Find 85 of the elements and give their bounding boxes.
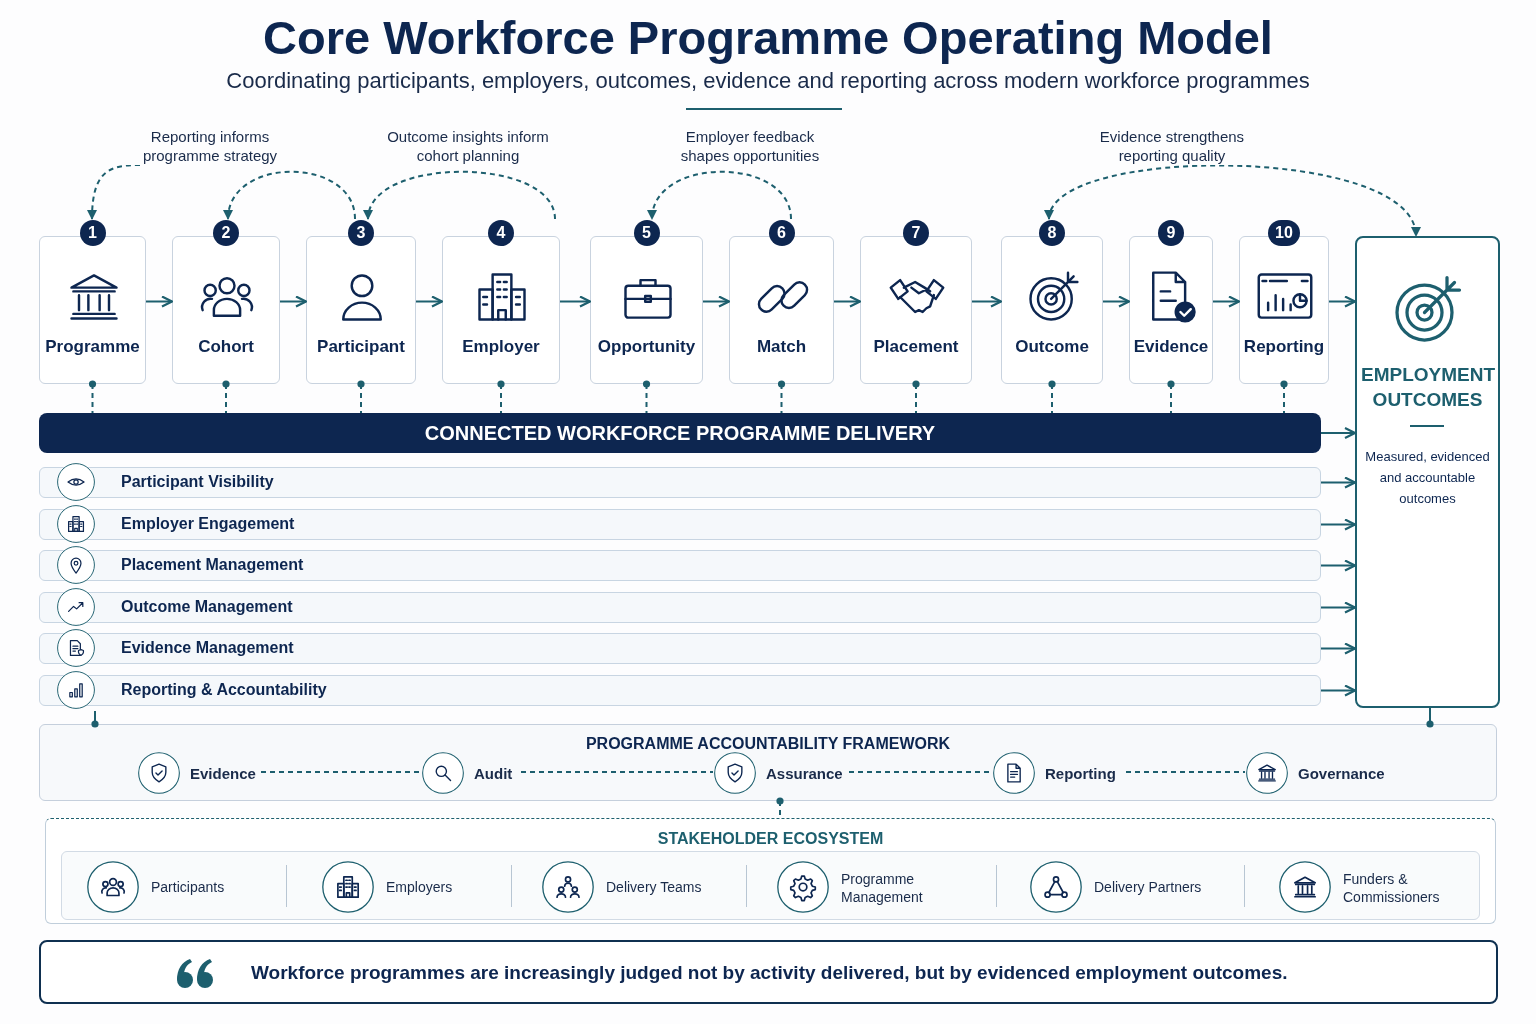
arrow (1320, 559, 1357, 572)
number-badge: 5 (633, 220, 660, 246)
dashed-arrow (224, 170, 356, 220)
number-badge: 3 (348, 220, 374, 246)
arrow (1320, 684, 1357, 697)
capability-label: Participant Visibility (121, 473, 274, 491)
number-badge: 4 (488, 220, 514, 246)
panel-heading: STAKEHOLDER ECOSYSTEM (656, 830, 885, 848)
delivery-banner: CONNECTED WORKFORCE PROGRAMME DELIVERY (39, 413, 1321, 453)
quote-text: Workforce programmes are increasingly judged not by activity delivered, but by evidenced employment outcomes. (251, 962, 1288, 984)
arrow (702, 295, 731, 308)
stakeholder-label: Programme Management (841, 870, 924, 906)
step-label: Participant (316, 337, 406, 357)
diagram-title: Core Workforce Programme Operating Model (262, 10, 1274, 65)
step-label: Outcome (1014, 337, 1090, 357)
arrow (1320, 476, 1357, 489)
dashed-connector (357, 380, 365, 414)
dashed-connector (777, 380, 786, 414)
dashed-connector (88, 380, 97, 414)
outcome-panel (1355, 236, 1500, 708)
dashed-connector (912, 380, 920, 414)
arrow (415, 295, 444, 308)
arrow (971, 295, 1003, 308)
step-label: Programme (44, 337, 141, 357)
dashed-connector (1280, 380, 1288, 414)
step-label: Reporting (1242, 337, 1326, 357)
arrow (1320, 426, 1357, 440)
framework-item-label: Assurance (766, 765, 843, 782)
panel-heading: EMPLOYMENT OUTCOMES (1361, 363, 1494, 412)
connector-line (91, 710, 99, 728)
arrow (145, 295, 174, 308)
dashed-connector (1125, 771, 1246, 773)
number-badge: 6 (768, 220, 795, 246)
framework-item-label: Governance (1298, 765, 1385, 782)
capability-label: Reporting & Accountability (121, 681, 327, 699)
arrow (1102, 295, 1131, 308)
panel-heading: PROGRAMME ACCOUNTABILITY FRAMEWORK (584, 735, 952, 753)
dashed-connector (222, 380, 230, 414)
number-badge: 9 (1158, 220, 1184, 246)
dashed-connector (1048, 380, 1056, 414)
arrow (1212, 295, 1241, 308)
stakeholder-label: Delivery Teams (606, 878, 702, 896)
step-label: Placement (872, 337, 960, 357)
dashed-connector (260, 771, 422, 773)
arrow (833, 295, 862, 308)
dashed-connector (497, 380, 505, 414)
quote-box (39, 940, 1498, 1004)
arrow (1328, 295, 1357, 308)
capability-label: Placement Management (121, 556, 304, 574)
step-label: Employer (461, 337, 541, 357)
dashed-arrow (1047, 164, 1418, 237)
capability-label: Outcome Management (121, 598, 293, 616)
dashed-arrow (648, 170, 792, 220)
number-badge: 10 (1268, 220, 1300, 246)
framework-item-label: Reporting (1045, 765, 1116, 782)
step-label: Evidence (1132, 337, 1210, 357)
number-badge: 7 (903, 220, 929, 246)
framework-item-label: Audit (474, 765, 513, 782)
panel-description: Measured, evidenced and accountable outcomes (1364, 448, 1491, 508)
stakeholder-label: Funders & Commissioners (1343, 870, 1441, 906)
number-badge: 8 (1039, 220, 1065, 246)
stakeholder-label: Employers (386, 878, 453, 896)
capability-label: Employer Engagement (121, 515, 295, 533)
arrow (559, 295, 592, 308)
arrow (279, 295, 308, 308)
step-label: Opportunity (596, 337, 697, 357)
stakeholder-label: Participants (151, 878, 225, 896)
dashed-connector (520, 771, 714, 773)
arrow (1320, 601, 1357, 614)
arrow (1320, 518, 1357, 531)
capability-label: Evidence Management (121, 639, 294, 657)
connector-line (1426, 707, 1434, 728)
arrow (1320, 642, 1357, 655)
dashed-connector (1167, 380, 1175, 414)
stakeholder-label: Delivery Partners (1094, 878, 1202, 896)
framework-panel (39, 724, 1497, 801)
framework-item-label: Evidence (190, 765, 256, 782)
number-badge: 2 (213, 220, 239, 246)
step-label: Cohort (197, 337, 255, 357)
dashed-arrow (365, 170, 556, 220)
number-badge: 1 (79, 220, 106, 246)
subtitle: Coordinating participants, employers, outcomes, evidence and reporting across modern workforce programmes (225, 68, 1311, 94)
step-label: Match (755, 337, 808, 357)
ecosystem-panel (45, 818, 1496, 924)
dashed-connector (642, 380, 651, 414)
